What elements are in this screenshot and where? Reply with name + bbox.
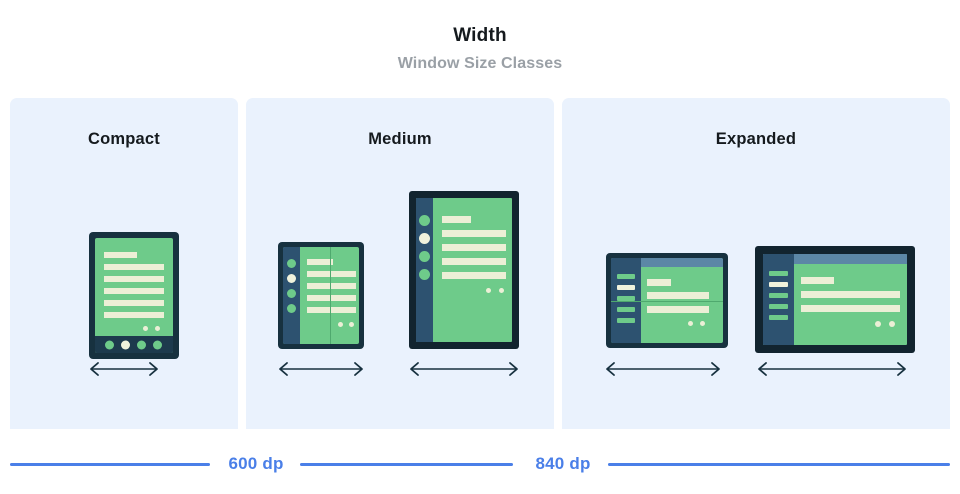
foldable-navigation-rail [283, 247, 300, 344]
rail-bar [617, 307, 635, 312]
content-line [104, 300, 164, 306]
rail-circle [287, 289, 296, 298]
breakpoint-label-840: 840 dp [535, 454, 591, 473]
rail-circle [287, 259, 296, 268]
tablet-screen [763, 254, 907, 345]
content-line [104, 276, 164, 282]
rail-circle-active [419, 233, 430, 244]
content-line [801, 291, 900, 298]
fold-crease [330, 247, 331, 344]
panel-title-expanded: Expanded [715, 130, 797, 148]
panel-title-medium: Medium [368, 130, 432, 148]
nav-dot-active [121, 340, 130, 349]
content-line [442, 244, 506, 251]
content-dot [499, 288, 504, 293]
rail-circle [287, 304, 296, 313]
status-bar [611, 258, 723, 267]
device-foldable-unfolded-landscape [606, 253, 728, 348]
content-dot [349, 322, 354, 327]
foldable-screen [283, 247, 359, 344]
width-arrow-compact [88, 361, 160, 377]
phone-screen [95, 238, 173, 353]
nav-dot [105, 340, 114, 349]
breakpoint-scale: 600 dp 840 dp [0, 452, 960, 494]
content-line [307, 307, 356, 313]
diagram-header: Width Window Size Classes [0, 0, 960, 72]
foldable-navigation-rail [611, 258, 641, 343]
tablet-screen [416, 198, 512, 342]
fold-crease [611, 301, 723, 302]
rail-bar [617, 296, 635, 301]
nav-dot [137, 340, 146, 349]
content-dot [700, 321, 705, 326]
content-line [442, 230, 506, 237]
rail-circle [419, 269, 430, 280]
device-foldable-unfolded-portrait [278, 242, 364, 349]
content-line [442, 272, 506, 279]
rail-bar [617, 318, 635, 323]
rail-circle [419, 215, 430, 226]
panel-title-compact: Compact [88, 130, 160, 148]
rail-bar [617, 274, 635, 279]
content-line [104, 252, 137, 258]
content-dot [155, 326, 160, 331]
breakpoint-rule-segment [10, 463, 210, 466]
nav-dot [153, 340, 162, 349]
rail-bar [769, 315, 788, 320]
content-line [307, 259, 333, 265]
rail-circle-active [287, 274, 296, 283]
rail-bar-active [769, 282, 788, 287]
breakpoint-rule-segment [300, 463, 513, 466]
content-line [647, 306, 709, 313]
content-dot [486, 288, 491, 293]
device-tablet-portrait [409, 191, 519, 349]
content-dot [875, 321, 881, 327]
breakpoint-label-600: 600 dp [228, 454, 284, 473]
content-line [104, 264, 164, 270]
rail-bar [769, 293, 788, 298]
foldable-screen [611, 258, 723, 343]
panel-medium: Medium [246, 98, 554, 429]
content-dot [338, 322, 343, 327]
content-line [442, 216, 471, 223]
content-dot [889, 321, 895, 327]
content-line [307, 283, 356, 289]
size-class-panels: Compact [0, 98, 960, 429]
rail-bar-active [617, 285, 635, 290]
rail-bar [769, 304, 788, 309]
content-line [801, 277, 834, 284]
phone-navigation-bar [95, 336, 173, 353]
page-title: Width [453, 25, 507, 46]
width-arrow-expanded-foldable [604, 361, 722, 377]
tablet-navigation-rail [416, 198, 433, 342]
content-line [442, 258, 506, 265]
page-subtitle: Window Size Classes [397, 55, 563, 72]
device-phone-portrait [89, 232, 179, 359]
status-bar [763, 254, 907, 264]
content-line [307, 295, 356, 301]
rail-bar [769, 271, 788, 276]
panel-compact: Compact [10, 98, 238, 429]
content-line [104, 288, 164, 294]
content-line [307, 271, 356, 277]
width-arrow-medium-foldable [277, 361, 365, 377]
panel-expanded: Expanded [562, 98, 950, 429]
content-line [647, 279, 671, 286]
content-line [801, 305, 900, 312]
width-arrow-expanded-tablet [756, 361, 908, 377]
content-dot [143, 326, 148, 331]
content-dot [688, 321, 693, 326]
content-line [647, 292, 709, 299]
rail-circle [419, 251, 430, 262]
content-line [104, 312, 164, 318]
breakpoint-rule-segment [608, 463, 950, 466]
tablet-navigation-rail [763, 254, 794, 345]
width-arrow-medium-tablet [408, 361, 520, 377]
device-tablet-landscape [755, 246, 915, 353]
